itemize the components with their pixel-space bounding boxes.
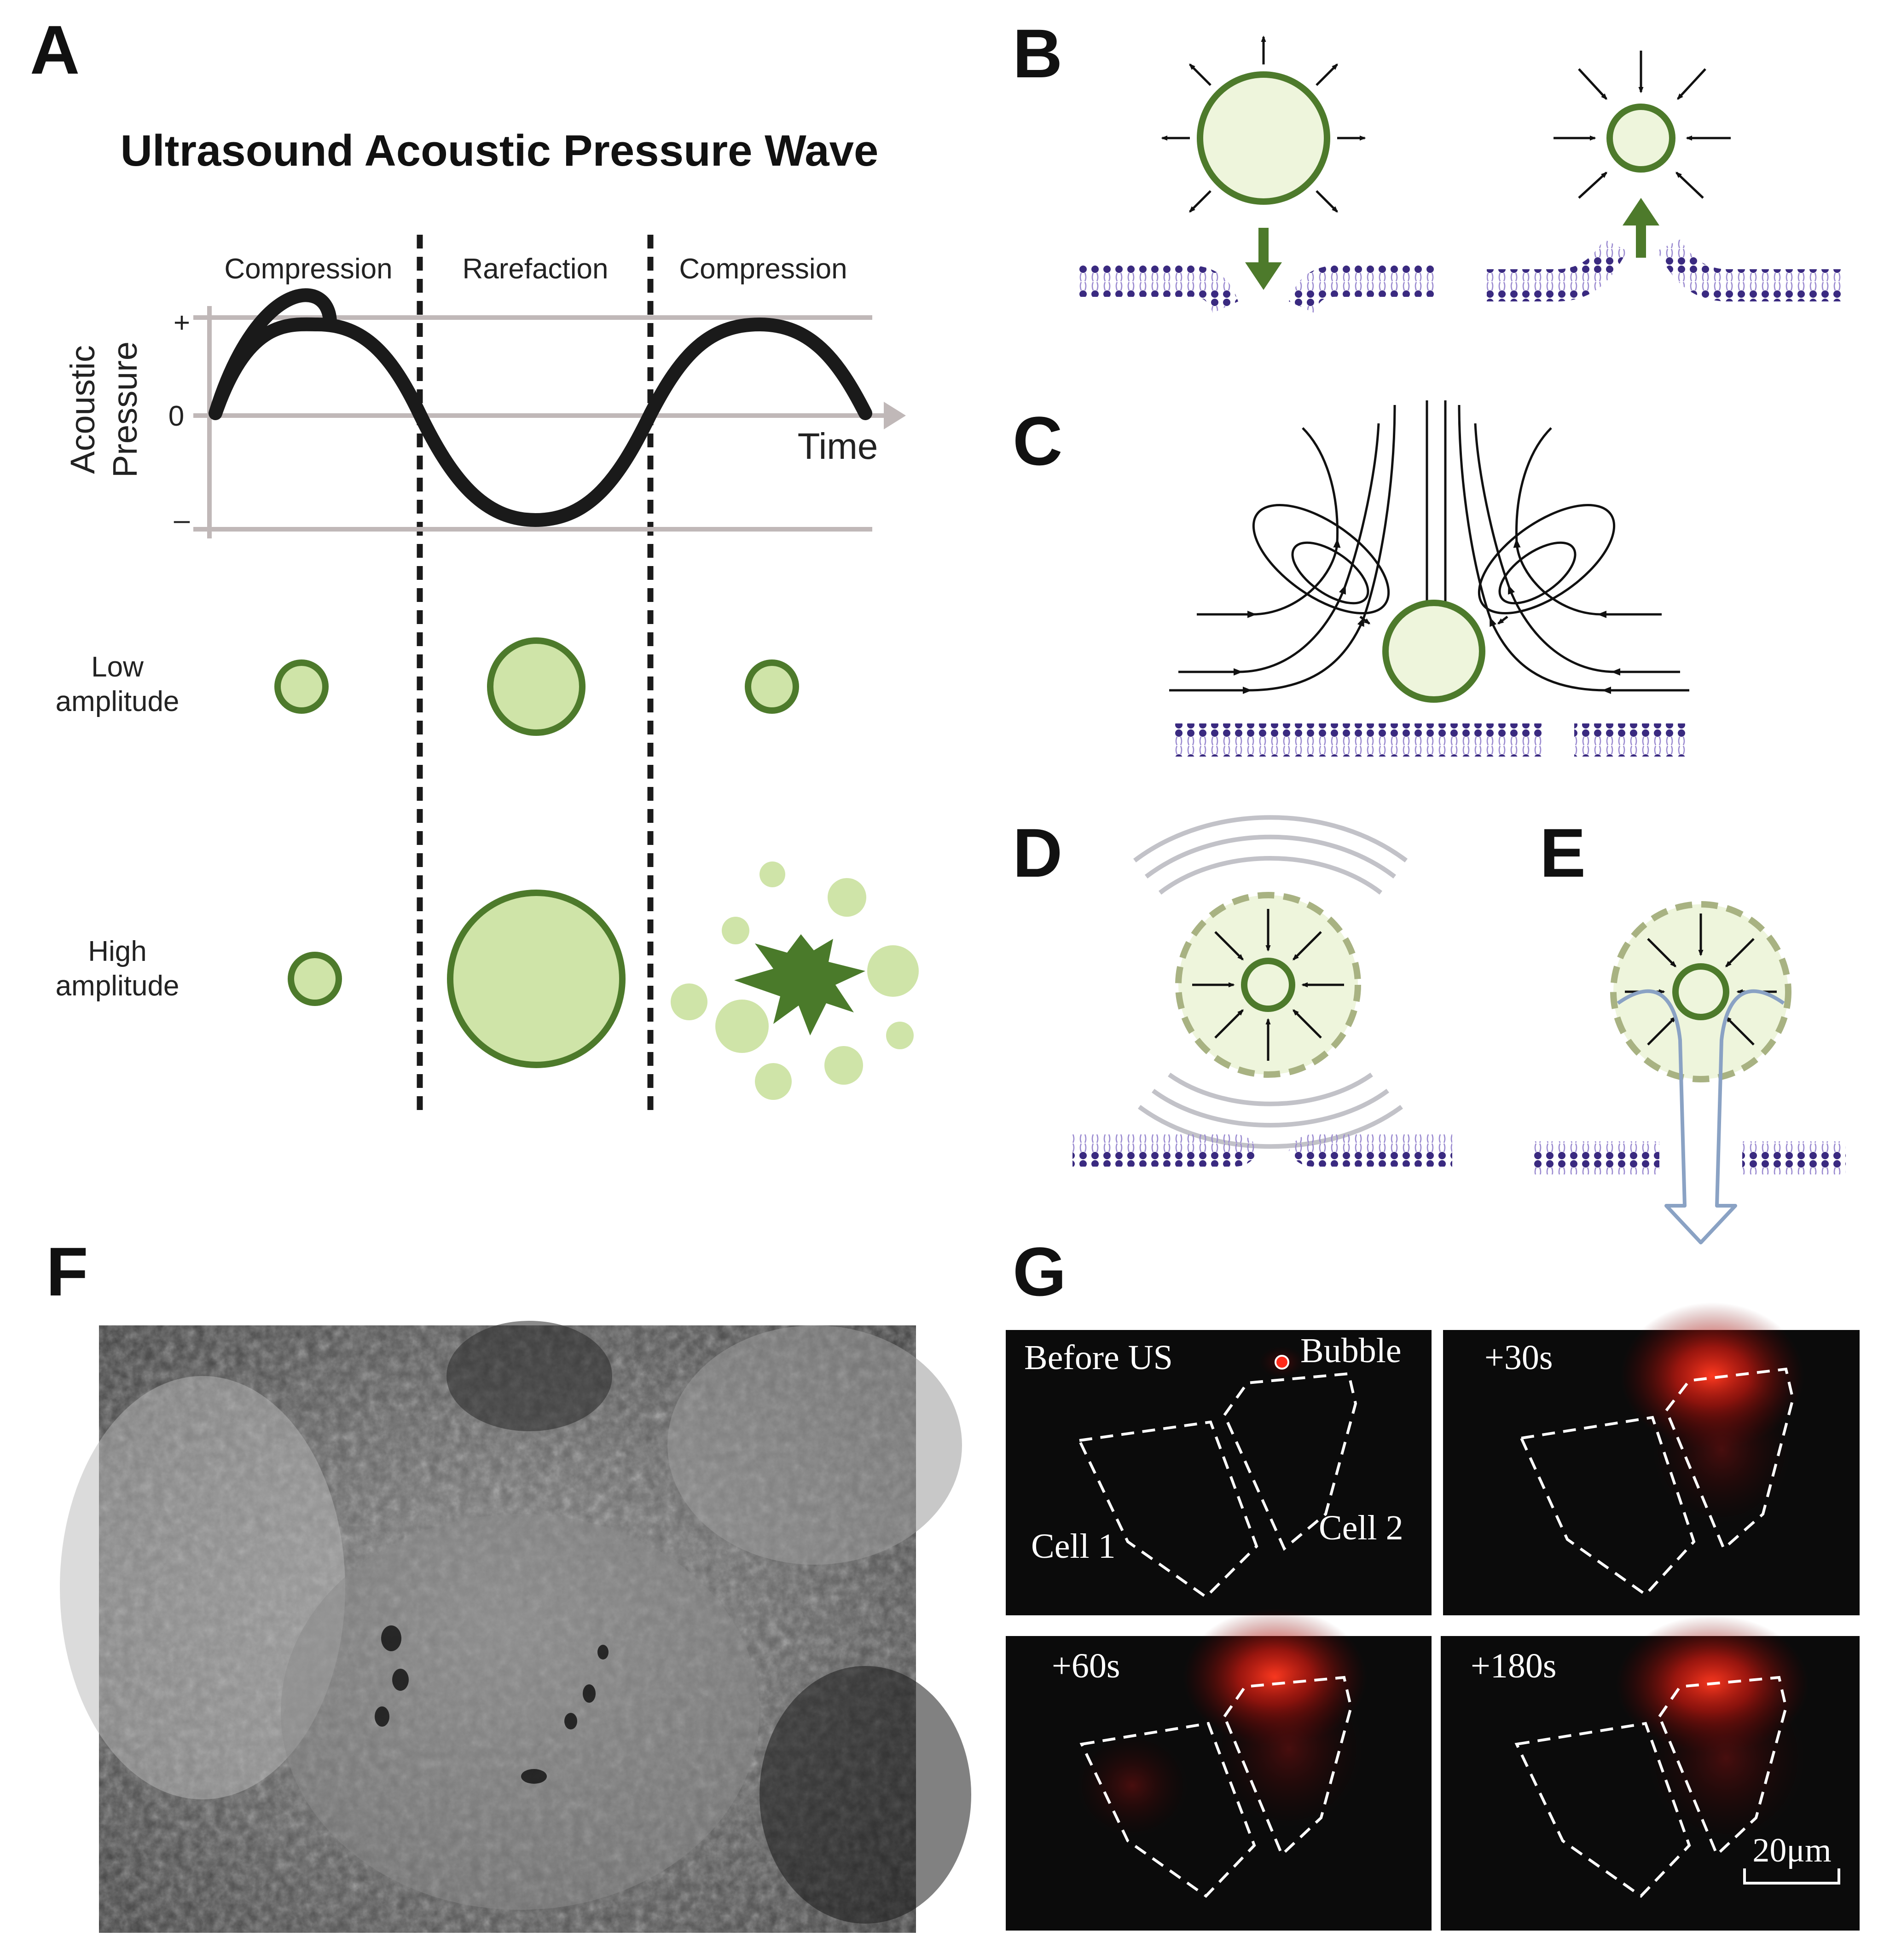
- contracting-bubble: [1606, 104, 1675, 173]
- inward-arrows: [1554, 51, 1731, 199]
- panel-letter-c: C: [1013, 402, 1062, 480]
- y-axis-label-line2: Pressure: [106, 341, 144, 478]
- y-axis-label: Acoustic Pressure: [64, 341, 144, 478]
- tick-minus: –: [174, 504, 190, 536]
- panel-d: D: [1013, 814, 1452, 1167]
- panel-letter-a: A: [30, 11, 80, 88]
- collapsing-bubble-d: [1241, 958, 1295, 1012]
- microjet-arrow-icon: [1617, 989, 1785, 1244]
- low-amplitude-label-line2: amplitude: [56, 686, 180, 717]
- high-amplitude-label-line1: High: [88, 936, 147, 967]
- panel-b: B: [1013, 15, 1843, 313]
- panel-letter-e: E: [1540, 814, 1586, 891]
- push-arrow-icon: [1245, 228, 1282, 290]
- shock-wave-rings: [1133, 815, 1408, 1149]
- frame-label-180s: +180s: [1471, 1647, 1556, 1685]
- cell-1-label: Cell 1: [1031, 1527, 1116, 1566]
- low-amp-bubble-compression-1: [274, 659, 329, 714]
- phase-label-compression-1: Compression: [224, 253, 392, 285]
- low-amp-bubble-compression-2: [745, 659, 799, 714]
- high-amp-bubble-compression: [288, 952, 342, 1006]
- pressure-wave-title: Ultrasound Acoustic Pressure Wave: [121, 126, 879, 175]
- fluorescence-frame-60s: +60s: [1006, 1608, 1432, 1931]
- outward-arrows: [1161, 35, 1366, 213]
- tick-plus: +: [174, 307, 190, 339]
- membrane-pair-b-right: [1487, 239, 1843, 301]
- membrane-e: [1533, 1141, 1846, 1174]
- y-axis-label-line1: Acoustic: [64, 345, 102, 474]
- cell-1-outline: [1519, 1416, 1696, 1596]
- phase-label-compression-2: Compression: [679, 253, 847, 285]
- panel-letter-b: B: [1013, 15, 1062, 92]
- membrane-c: [1171, 723, 1687, 757]
- scale-bar-label: 20μm: [1752, 1832, 1831, 1869]
- microstreaming-streamlines: [1169, 400, 1689, 694]
- panel-e: E: [1533, 814, 1846, 1244]
- scale-bar: [1743, 1868, 1840, 1885]
- high-amp-bubble-rarefaction: [447, 890, 626, 1068]
- expanding-bubble: [1197, 71, 1330, 205]
- x-axis-label: Time: [798, 426, 878, 467]
- cell-2-label: Cell 2: [1319, 1509, 1403, 1547]
- low-amplitude-label-line1: Low: [91, 651, 144, 683]
- frame-label-60s: +60s: [1052, 1647, 1120, 1685]
- stable-bubble: [1382, 600, 1485, 703]
- panel-letter-f: F: [46, 1233, 88, 1310]
- panel-f: F: [46, 1233, 971, 1933]
- panel-g: G Before US Bubble Cell 1 Cell 2 +30s: [1006, 1233, 1860, 1931]
- inward-arrows-d: [1192, 909, 1344, 1061]
- panel-c: C: [1013, 400, 1689, 757]
- bubble-marker: [1275, 1355, 1289, 1370]
- phase-label-rarefaction: Rarefaction: [462, 253, 608, 285]
- low-amp-bubble-rarefaction: [487, 637, 585, 736]
- collapsing-bubble-e: [1672, 963, 1729, 1020]
- frame-label-before-us: Before US: [1024, 1338, 1173, 1377]
- membrane-pair-b-left: [1079, 265, 1436, 313]
- cell-1-outline: [1514, 1722, 1691, 1898]
- cell-1-outline: [1079, 1722, 1256, 1898]
- vortex-loops: [1252, 504, 1616, 624]
- fluorescence-frame-180s: +180s 20μm: [1441, 1615, 1860, 1931]
- membrane-d: [1072, 1134, 1452, 1167]
- fluorescence-frame-before-us: Before US Bubble Cell 1 Cell 2: [1006, 1330, 1432, 1615]
- cell-2-outline: [1223, 1372, 1357, 1551]
- panel-a: A Ultrasound Acoustic Pressure Wave Comp…: [30, 11, 919, 1114]
- tick-zero: 0: [168, 400, 184, 432]
- high-amplitude-label-line2: amplitude: [56, 970, 180, 1002]
- collapse-fragments: [671, 861, 919, 1100]
- cell-1-outline: [1077, 1420, 1258, 1599]
- bubble-label: Bubble: [1300, 1331, 1402, 1370]
- pull-arrow-icon: [1623, 198, 1659, 258]
- panel-letter-d: D: [1013, 814, 1062, 891]
- sem-micrograph-image: [60, 1321, 971, 1933]
- frame-label-30s: +30s: [1484, 1338, 1553, 1377]
- membrane-pores: [375, 1625, 609, 1784]
- fluorescence-frame-30s: +30s: [1443, 1302, 1860, 1615]
- inertial-collapse-burst-icon: [734, 934, 865, 1035]
- panel-letter-g: G: [1013, 1233, 1067, 1310]
- pressure-wave-curve: [209, 288, 872, 527]
